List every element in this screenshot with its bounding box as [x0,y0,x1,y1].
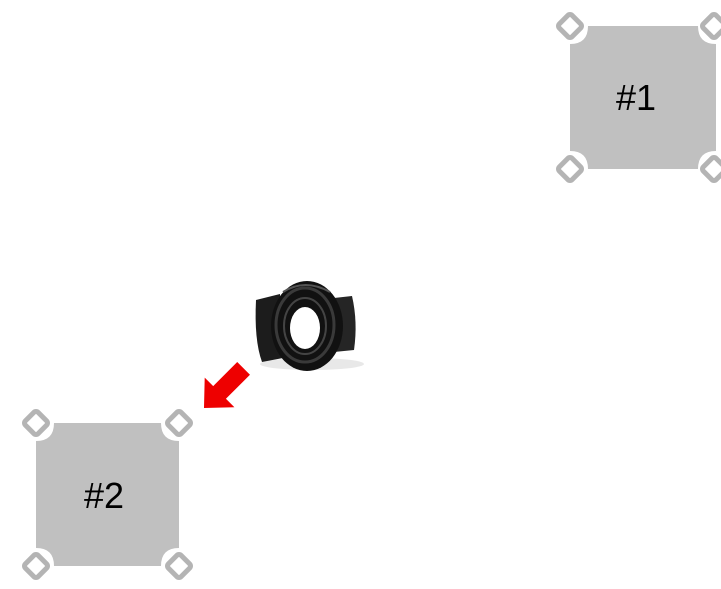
pad-1-mounting-hole-tl [557,13,582,38]
red-arrow-icon [189,354,258,423]
part-center-hole [290,307,320,349]
pad-1-mounting-hole-tr [701,13,721,38]
pad-1-mounting-hole-bl [557,156,582,181]
pad-2-mounting-hole-tr [166,410,191,435]
pad-2: #2 [23,410,191,578]
black-grommet-component [256,281,364,371]
pad-2-mounting-hole-br [166,553,191,578]
pad-1-mounting-hole-br [701,156,721,181]
pad-2-mounting-hole-tl [23,410,48,435]
pad-1: #1 [557,13,721,181]
red-arrow-shape [189,354,258,423]
pad-2-label: #2 [84,475,124,516]
pad-2-mounting-hole-bl [23,553,48,578]
pad-1-label: #1 [616,77,656,118]
